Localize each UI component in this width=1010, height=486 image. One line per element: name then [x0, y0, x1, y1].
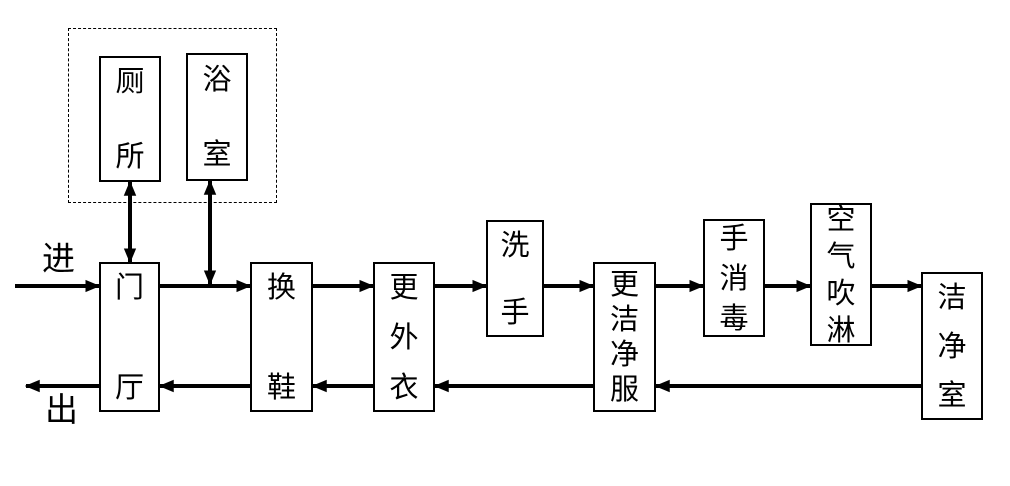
node-hand-disinfection: 手 消 毒 [703, 219, 765, 337]
node-change-clean-clothes: 更 洁 净 服 [593, 262, 656, 412]
node-change-shoes: 换 鞋 [250, 262, 313, 412]
enter-label: 进 [42, 239, 75, 278]
node-change-outerwear: 更 外 衣 [373, 262, 435, 412]
node-wash-hands: 洗 手 [486, 220, 544, 337]
exit-label: 出 [45, 390, 78, 429]
node-bathroom: 浴 室 [186, 53, 248, 181]
node-toilet: 厕 所 [99, 56, 161, 182]
washrooms-dashed-zone [68, 28, 277, 203]
node-air-shower: 空 气 吹 淋 [810, 202, 872, 347]
node-clean-room: 洁 净 室 [921, 272, 983, 420]
node-entrance-hall: 门 厅 [99, 262, 160, 412]
